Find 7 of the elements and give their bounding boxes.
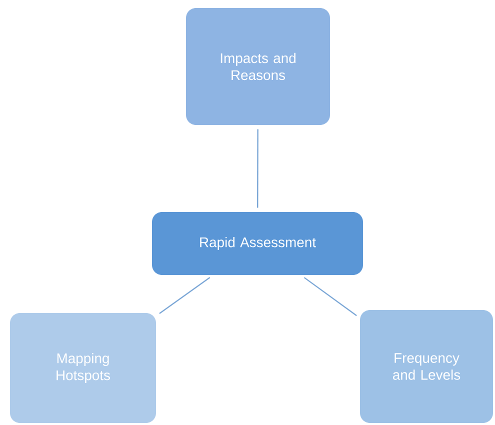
connector-line (257, 129, 258, 208)
process-box: Mapping Hotspots (10, 313, 156, 423)
process-box: Impacts and Reasons (186, 8, 330, 125)
process-box: Frequency and Levels (360, 310, 493, 423)
connector-line (159, 277, 210, 314)
process-box: Rapid Assessment (152, 212, 363, 275)
connector-line (304, 277, 357, 316)
